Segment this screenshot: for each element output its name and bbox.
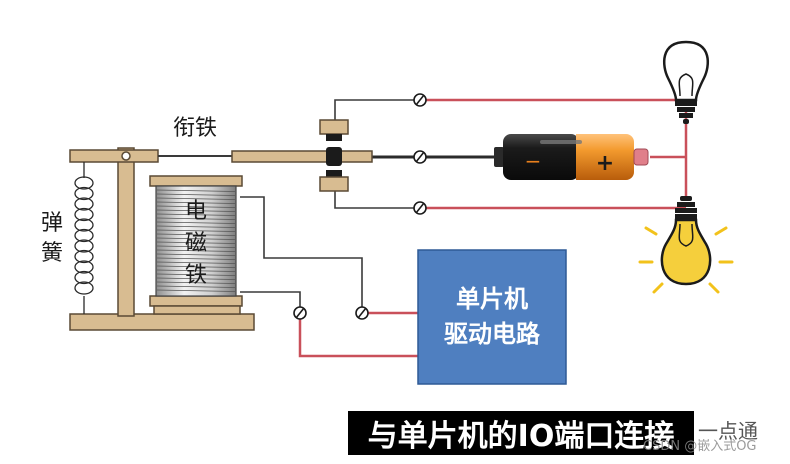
coil-core-top — [149, 175, 243, 187]
armature-pivot — [121, 151, 131, 161]
wires — [240, 98, 688, 358]
relay-post — [117, 147, 135, 317]
watermark: CSDN @嵌入式OG — [643, 439, 757, 454]
electromagnet-label-1: 电 — [185, 199, 207, 224]
terminal-top — [413, 93, 427, 107]
armature — [158, 150, 373, 163]
battery-minus-sign: − — [525, 149, 542, 173]
battery-orange-half — [576, 134, 634, 180]
caption-trailing-text: 一点通 — [698, 419, 758, 443]
battery-end-cap — [494, 147, 504, 167]
terminal-coil-left — [293, 306, 307, 320]
spring-label-2: 簧 — [41, 241, 63, 266]
armature-contact — [326, 147, 342, 166]
upper-contact-lead — [334, 99, 420, 122]
bulb-top — [662, 40, 710, 124]
terminals — [293, 93, 427, 320]
driver-label-line2: 驱动电路 — [444, 320, 541, 348]
electromagnet-label-3: 铁 — [185, 263, 207, 288]
upper-contact-block — [319, 119, 349, 135]
coil-base — [153, 305, 241, 315]
driver-wire-bottom — [298, 313, 418, 358]
terminal-coil-right — [355, 306, 369, 320]
relay-base — [69, 313, 255, 331]
coil-core-bottom — [149, 295, 243, 307]
electromagnet-label-2: 磁 — [185, 231, 207, 256]
coil-lead-wire-1 — [240, 196, 363, 313]
driver-label-line1: 单片机 — [456, 285, 528, 313]
relay-contacts — [319, 119, 349, 192]
lower-contact-tip — [326, 170, 342, 177]
spring-label-1: 弹 — [41, 211, 63, 236]
terminal-middle — [413, 150, 427, 164]
coil-lead-wire-2 — [240, 291, 301, 313]
battery-plus-sign: + — [596, 151, 614, 176]
upper-contact-tip — [326, 134, 342, 141]
terminal-bottom — [413, 201, 427, 215]
driver-circuit-box — [417, 249, 567, 385]
battery-terminal — [633, 148, 649, 166]
bulb-light-rays — [638, 226, 734, 294]
spring — [74, 162, 94, 314]
caption-background — [348, 411, 694, 455]
armature-bar — [69, 149, 159, 163]
bulb-bottom — [638, 196, 734, 294]
caption-text: 与单片机的IO端口连接 — [368, 419, 675, 454]
battery: − + — [494, 134, 649, 180]
electromagnet-coil — [155, 185, 237, 297]
battery-black-half — [503, 134, 579, 180]
lower-contact-block — [319, 176, 349, 192]
armature-label: 衔铁 — [173, 116, 217, 141]
